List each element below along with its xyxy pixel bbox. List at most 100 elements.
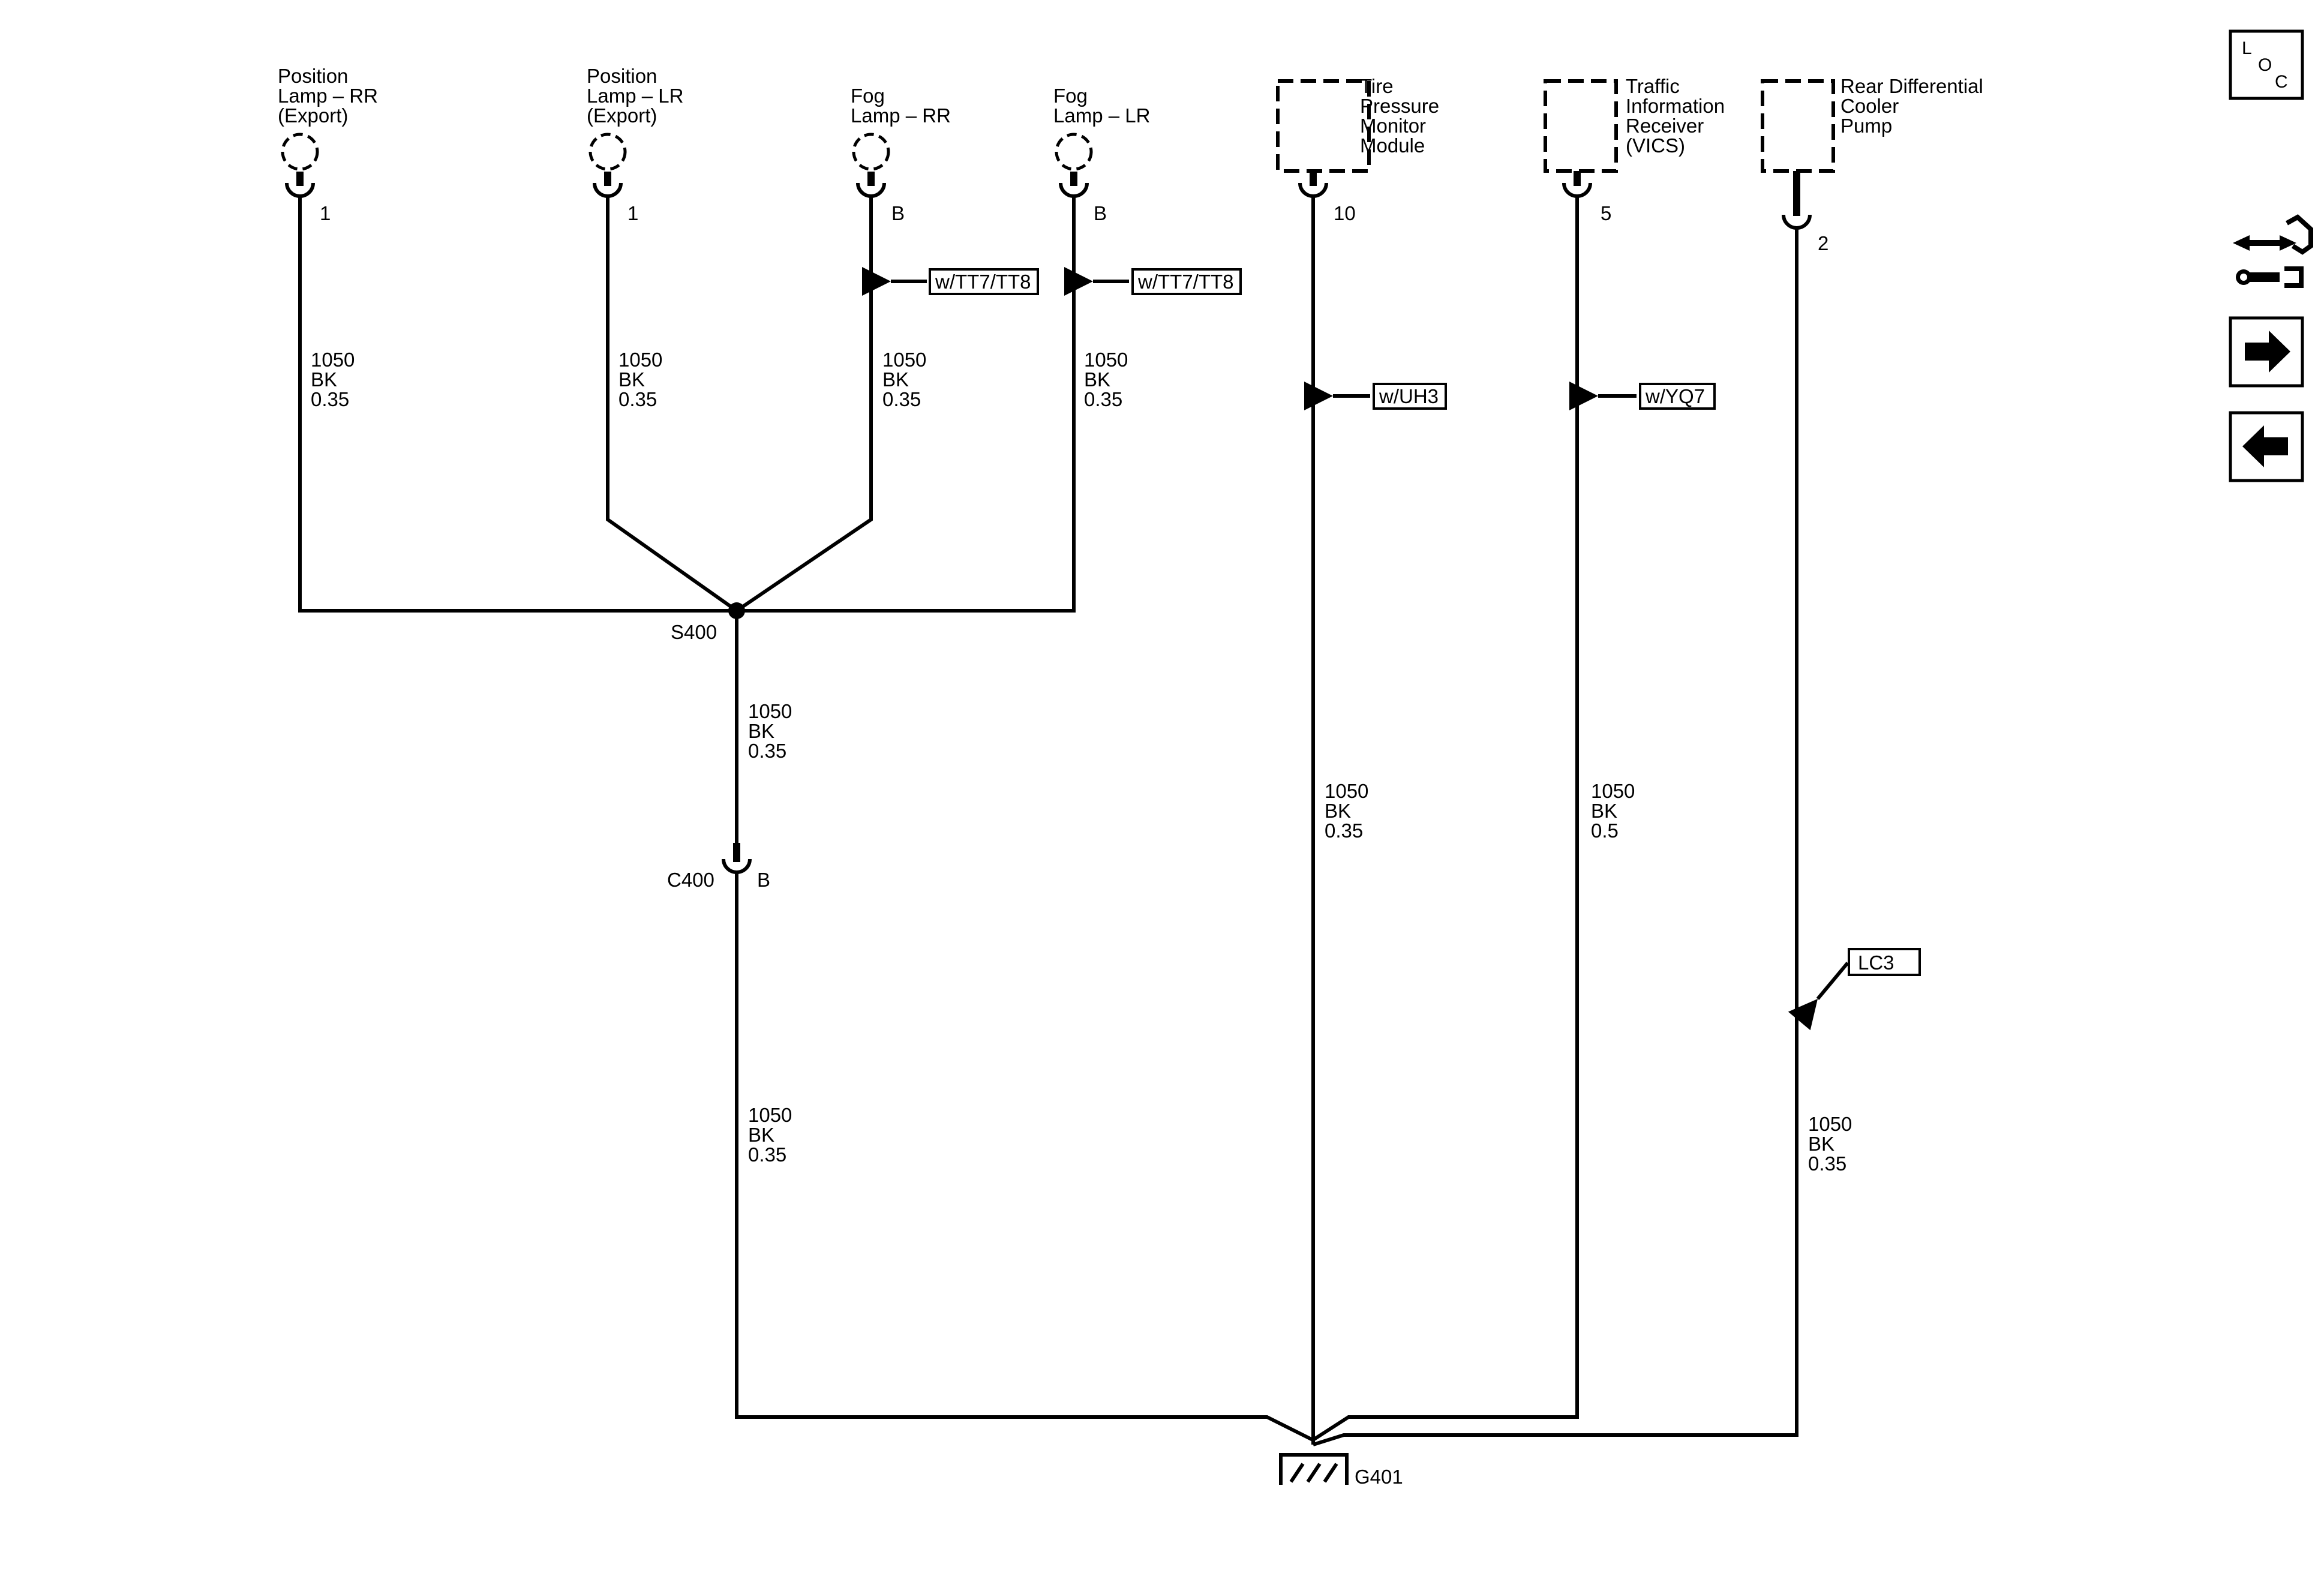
- loc-button[interactable]: L O C: [2229, 29, 2304, 100]
- option-callout-rdcp[interactable]: LC3: [1788, 948, 1921, 1031]
- component-label-line: Pump: [1840, 115, 1892, 137]
- svg-text:1050: 1050: [618, 349, 662, 371]
- component-label-line: (Export): [278, 104, 348, 127]
- lamp-symbol: [852, 133, 890, 171]
- svg-text:BK: BK: [882, 368, 909, 391]
- svg-text:1050: 1050: [1084, 349, 1128, 371]
- lamp-symbol: [281, 133, 319, 171]
- svg-text:0.35: 0.35: [1084, 388, 1122, 410]
- svg-text:1050: 1050: [1808, 1113, 1852, 1135]
- svg-text:BK: BK: [311, 368, 337, 391]
- component-label-line: Pressure: [1360, 95, 1439, 117]
- option-label: LC3: [1858, 951, 1894, 974]
- component-fog-lamp-lr: Fog Lamp – LR: [1053, 85, 1150, 127]
- wire-annotation: 1050 BK 0.35: [1084, 349, 1128, 410]
- pin-number: 1: [627, 202, 638, 224]
- splice-dot: [728, 602, 745, 619]
- pin-number: 2: [1818, 232, 1828, 254]
- option-label: w/UH3: [1379, 385, 1439, 407]
- module-symbol: [1276, 79, 1371, 173]
- component-traffic-information-receiver: Traffic Information Receiver (VICS): [1626, 75, 1725, 157]
- svg-text:1050: 1050: [1325, 780, 1368, 802]
- component-label-line: (VICS): [1626, 134, 1685, 157]
- component-label-line: Rear Differential: [1840, 75, 1983, 97]
- svg-text:1050: 1050: [1591, 780, 1635, 802]
- svg-text:0.35: 0.35: [1808, 1152, 1846, 1175]
- component-label-line: Lamp – LR: [1053, 104, 1150, 127]
- component-label-line: Lamp – RR: [278, 85, 378, 107]
- component-label-line: Receiver: [1626, 115, 1704, 137]
- lamp-symbol: [1055, 133, 1093, 171]
- component-label-line: Tire: [1360, 75, 1394, 97]
- svg-text:0.35: 0.35: [1325, 819, 1363, 842]
- option-callout-tpm[interactable]: w/UH3: [1304, 382, 1447, 410]
- lamp-symbol: [588, 133, 627, 171]
- svg-text:0.35: 0.35: [748, 740, 786, 762]
- svg-text:BK: BK: [1808, 1133, 1834, 1155]
- svg-text:BK: BK: [1325, 800, 1351, 822]
- component-label-line: Lamp – RR: [851, 104, 951, 127]
- arrow-left-icon: [2242, 425, 2288, 467]
- wire-annotation: 1050 BK 0.35: [748, 700, 792, 762]
- option-label: w/TT7/TT8: [935, 271, 1031, 293]
- svg-text:BK: BK: [748, 1124, 774, 1146]
- svg-text:0.35: 0.35: [618, 388, 657, 410]
- component-label-line: Module: [1360, 134, 1425, 157]
- option-callout-fog-lr[interactable]: w/TT7/TT8: [1064, 267, 1242, 296]
- arrow-right-icon: [2245, 331, 2290, 373]
- module-symbol: [1761, 79, 1835, 173]
- module-symbol: [1544, 79, 1618, 173]
- svg-text:1050: 1050: [311, 349, 355, 371]
- option-callout-fog-rr[interactable]: w/TT7/TT8: [862, 267, 1039, 296]
- svg-text:1050: 1050: [882, 349, 926, 371]
- wire-annotation: 1050 BK 0.5: [1591, 780, 1635, 842]
- component-fog-lamp-rr: Fog Lamp – RR: [851, 85, 951, 127]
- svg-text:BK: BK: [748, 720, 774, 742]
- pin-number: 1: [320, 202, 331, 224]
- option-callout-tir[interactable]: w/YQ7: [1569, 382, 1716, 410]
- component-label-line: Lamp – LR: [587, 85, 683, 107]
- pin-number: 5: [1601, 202, 1611, 224]
- component-label-line: Traffic: [1626, 75, 1680, 97]
- wire-annotation: 1050 BK 0.35: [882, 349, 926, 410]
- svg-text:0.35: 0.35: [882, 388, 921, 410]
- component-rear-differential-cooler-pump: Rear Differential Cooler Pump: [1840, 75, 1983, 137]
- connector-pins: [285, 171, 1812, 874]
- component-position-lamp-lr: Position Lamp – LR (Export): [587, 65, 683, 127]
- option-label: w/YQ7: [1645, 385, 1705, 407]
- pin-number: B: [891, 202, 905, 224]
- component-tire-pressure-monitor-module: Tire Pressure Monitor Module: [1360, 75, 1439, 157]
- svg-text:1050: 1050: [748, 700, 792, 722]
- loc-letter: C: [2275, 72, 2288, 92]
- component-label-line: (Export): [587, 104, 657, 127]
- component-label-line: Position: [587, 65, 657, 87]
- wire-annotation: 1050 BK 0.35: [1808, 1113, 1852, 1175]
- svg-text:BK: BK: [1591, 800, 1617, 822]
- ground-symbol: [1279, 1453, 1349, 1485]
- connector-wrench-icon[interactable]: [2233, 214, 2313, 288]
- svg-text:BK: BK: [1084, 368, 1110, 391]
- wire-annotation: 1050 BK 0.35: [311, 349, 355, 410]
- component-label-line: Fog: [1053, 85, 1088, 107]
- component-label-line: Cooler: [1840, 95, 1899, 117]
- component-label-line: Information: [1626, 95, 1725, 117]
- connector-label: C400: [667, 869, 714, 891]
- svg-text:1050: 1050: [748, 1104, 792, 1126]
- ground-label: G401: [1355, 1466, 1403, 1488]
- pin-number: 10: [1334, 202, 1356, 224]
- wire-annotation: 1050 BK 0.35: [748, 1104, 792, 1166]
- next-page-button[interactable]: [2229, 316, 2304, 388]
- svg-text:0.35: 0.35: [311, 388, 349, 410]
- component-position-lamp-rr: Position Lamp – RR (Export): [278, 65, 378, 127]
- component-label-line: Monitor: [1360, 115, 1426, 137]
- previous-page-button[interactable]: [2229, 411, 2304, 482]
- wire-annotation: 1050 BK 0.35: [1325, 780, 1368, 842]
- svg-text:0.35: 0.35: [748, 1143, 786, 1166]
- pin-number: B: [1094, 202, 1107, 224]
- loc-letter: L: [2242, 38, 2252, 58]
- wire-paths: [298, 196, 1798, 1446]
- pin-number: B: [757, 869, 770, 891]
- svg-text:0.5: 0.5: [1591, 819, 1619, 842]
- option-label: w/TT7/TT8: [1137, 271, 1234, 293]
- component-label-line: Fog: [851, 85, 885, 107]
